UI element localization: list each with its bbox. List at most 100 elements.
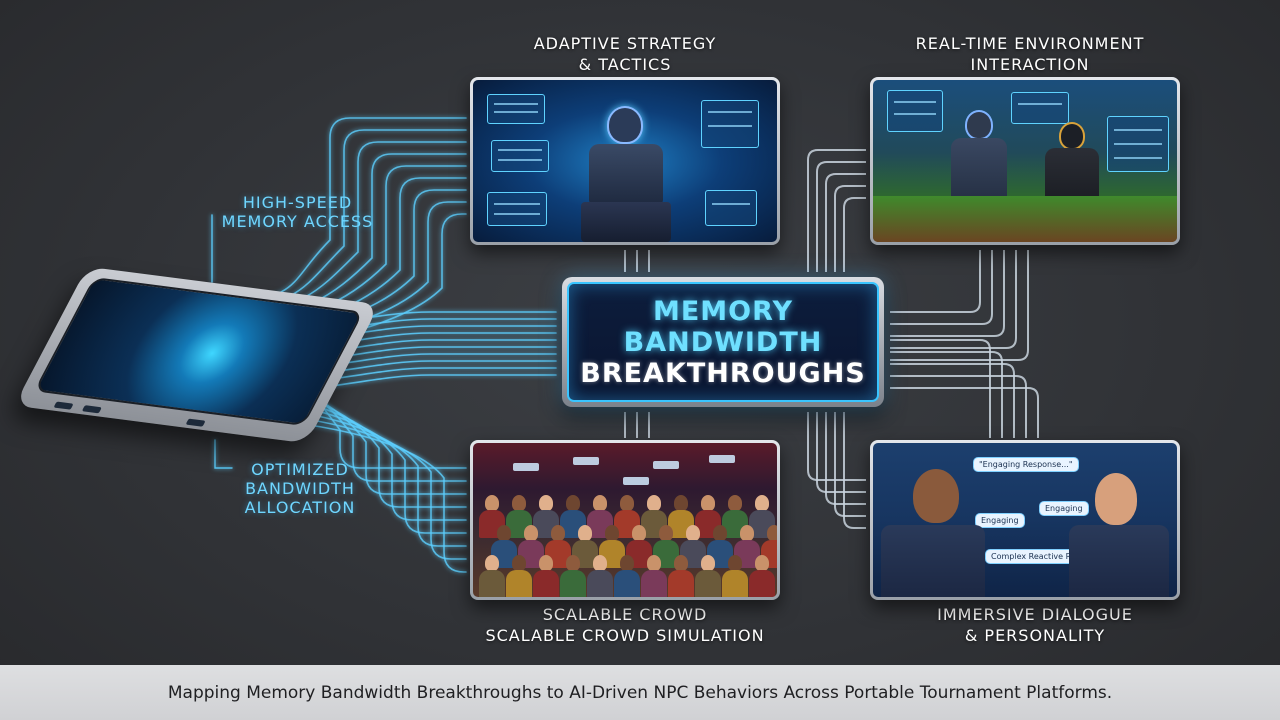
crowd-person bbox=[566, 495, 580, 511]
connector-line bbox=[825, 412, 866, 505]
crowd-person bbox=[539, 495, 553, 511]
crowd-person bbox=[512, 555, 526, 571]
label-line: ALLOCATION bbox=[244, 498, 356, 517]
voxel-ground bbox=[873, 196, 1177, 242]
connector-line bbox=[825, 173, 866, 272]
connector-line bbox=[890, 339, 991, 438]
robot-legs bbox=[581, 202, 671, 242]
usb-port bbox=[185, 418, 206, 427]
robot-body bbox=[589, 144, 663, 204]
title-line: REAL-TIME ENVIRONMENT bbox=[915, 34, 1145, 53]
crowd-person bbox=[659, 525, 673, 541]
crowd-person bbox=[512, 495, 526, 511]
crowd-person-body bbox=[749, 570, 775, 597]
label-line: BANDWIDTH bbox=[245, 479, 355, 498]
panel-environment-interaction bbox=[870, 77, 1180, 245]
panel-adaptive-strategy bbox=[470, 77, 780, 245]
crowd-person bbox=[620, 495, 634, 511]
title-line: IMMERSIVE DIALOGUE bbox=[937, 605, 1133, 624]
title-line: SCALABLE CROWD SIMULATION bbox=[485, 626, 765, 645]
hud-window bbox=[487, 94, 545, 124]
panel-image-crowd bbox=[473, 443, 777, 597]
connector-line bbox=[890, 250, 1017, 349]
crowd-person-body bbox=[695, 570, 721, 597]
label-line: MEMORY ACCESS bbox=[221, 212, 374, 231]
crowd-person bbox=[620, 555, 634, 571]
crowd-person bbox=[485, 495, 499, 511]
connector-line bbox=[890, 375, 1027, 438]
hud-window bbox=[1011, 92, 1069, 124]
thought-chip bbox=[623, 477, 649, 485]
crowd-person-body bbox=[668, 570, 694, 597]
connector-line bbox=[890, 250, 1005, 337]
crowd-person bbox=[755, 555, 769, 571]
crowd-person bbox=[647, 495, 661, 511]
crowd-person-body bbox=[479, 570, 505, 597]
crowd-person bbox=[713, 525, 727, 541]
connector-line bbox=[834, 412, 866, 517]
panel-image-robot-fighter bbox=[473, 80, 777, 242]
crowd-person bbox=[551, 525, 565, 541]
crowd-person bbox=[605, 525, 619, 541]
label-leader bbox=[214, 439, 233, 469]
crowd-person bbox=[674, 555, 688, 571]
title-line: & PERSONALITY bbox=[964, 626, 1106, 645]
speech-bubble: Engaging bbox=[1039, 501, 1089, 516]
title-immersive-dialogue: IMMERSIVE DIALOGUE & PERSONALITY bbox=[875, 604, 1195, 646]
crowd-person bbox=[755, 495, 769, 511]
connector-line bbox=[890, 250, 981, 313]
crowd-person bbox=[593, 555, 607, 571]
connector-line bbox=[843, 197, 866, 272]
crowd-person-body bbox=[641, 570, 667, 597]
title-line: & TACTICS bbox=[578, 55, 672, 74]
connector-line bbox=[843, 412, 866, 529]
crowd-person bbox=[686, 525, 700, 541]
crowd-person bbox=[701, 555, 715, 571]
crowd-person bbox=[647, 555, 661, 571]
caption-text: Mapping Memory Bandwidth Breakthroughs t… bbox=[167, 682, 1113, 703]
tablet-screen bbox=[33, 277, 364, 427]
thought-chip bbox=[709, 455, 735, 463]
connector-line bbox=[890, 351, 1003, 438]
hud-window bbox=[701, 100, 759, 148]
thought-chip bbox=[573, 457, 599, 465]
npc-head bbox=[1059, 122, 1085, 150]
speaker-body bbox=[881, 525, 985, 597]
connector-line bbox=[890, 363, 1015, 438]
crowd-person bbox=[674, 495, 688, 511]
title-adaptive-strategy: ADAPTIVE STRATEGY & TACTICS bbox=[465, 33, 785, 75]
connector-line bbox=[834, 185, 866, 272]
speech-bubble: "Engaging Response..." bbox=[973, 457, 1079, 472]
crowd-person bbox=[539, 555, 553, 571]
connector-line bbox=[890, 250, 1029, 361]
center-title-line: MEMORY bbox=[653, 295, 793, 327]
npc-head bbox=[965, 110, 993, 140]
crowd-person-body bbox=[506, 570, 532, 597]
crowd-person-body bbox=[587, 570, 613, 597]
panel-image-voxel-battle bbox=[873, 80, 1177, 242]
crowd-person bbox=[701, 495, 715, 511]
center-title-line: BANDWIDTH bbox=[623, 326, 823, 358]
crowd-person bbox=[497, 525, 511, 541]
hud-window bbox=[491, 140, 549, 172]
crowd-person bbox=[593, 495, 607, 511]
title-line: ADAPTIVE STRATEGY bbox=[533, 34, 717, 53]
label-bandwidth-allocation: OPTIMIZED BANDWIDTH ALLOCATION bbox=[220, 460, 380, 517]
thought-chip bbox=[513, 463, 539, 471]
hud-window bbox=[1107, 116, 1169, 172]
hud-window bbox=[887, 90, 943, 132]
title-line: SCALABLE CROWD bbox=[542, 605, 708, 624]
crowd-person-body bbox=[614, 570, 640, 597]
speaker-head bbox=[913, 469, 959, 523]
connector-line bbox=[807, 149, 866, 272]
hud-window bbox=[487, 192, 547, 226]
crowd-person bbox=[767, 525, 777, 541]
title-line: INTERACTION bbox=[970, 55, 1090, 74]
robot-head bbox=[607, 106, 643, 144]
crowd-person bbox=[632, 525, 646, 541]
title-environment-interaction: REAL-TIME ENVIRONMENT INTERACTION bbox=[865, 33, 1195, 75]
speaker-body bbox=[1069, 525, 1169, 597]
label-memory-access: HIGH-SPEED MEMORY ACCESS bbox=[205, 193, 390, 231]
center-title-box: MEMORY BANDWIDTH BREAKTHROUGHS bbox=[562, 277, 884, 407]
speech-bubble: Engaging bbox=[975, 513, 1025, 528]
